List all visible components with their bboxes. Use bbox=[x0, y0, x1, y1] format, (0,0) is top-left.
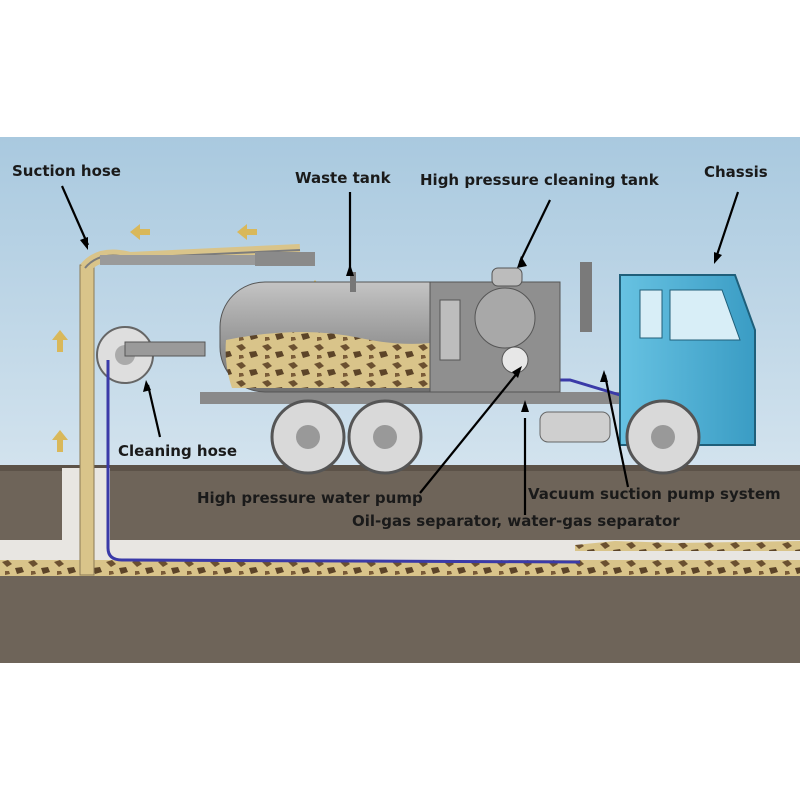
hp-cleaning-tank bbox=[429, 267, 561, 393]
suction-hose bbox=[79, 244, 315, 576]
wheels bbox=[270, 399, 701, 475]
truck-frame bbox=[200, 392, 620, 404]
label-hp-cleaning-tank: High pressure cleaning tank bbox=[420, 171, 660, 189]
label-suction-hose: Suction hose bbox=[12, 162, 121, 180]
leader-arrowheads bbox=[80, 237, 722, 412]
cleaning-hose-line bbox=[106, 360, 581, 564]
label-chassis: Chassis bbox=[704, 163, 768, 181]
label-hp-water-pump: High pressure water pump bbox=[197, 489, 423, 507]
hose-reel bbox=[96, 326, 206, 384]
leader-lines bbox=[60, 185, 740, 515]
label-vacuum-pump: Vacuum suction pump system bbox=[528, 485, 781, 503]
label-cleaning-hose: Cleaning hose bbox=[118, 442, 237, 460]
label-separator: Oil-gas separator, water-gas separator bbox=[352, 512, 680, 530]
fuel-tank bbox=[539, 411, 611, 443]
label-waste-tank: Waste tank bbox=[295, 169, 392, 187]
